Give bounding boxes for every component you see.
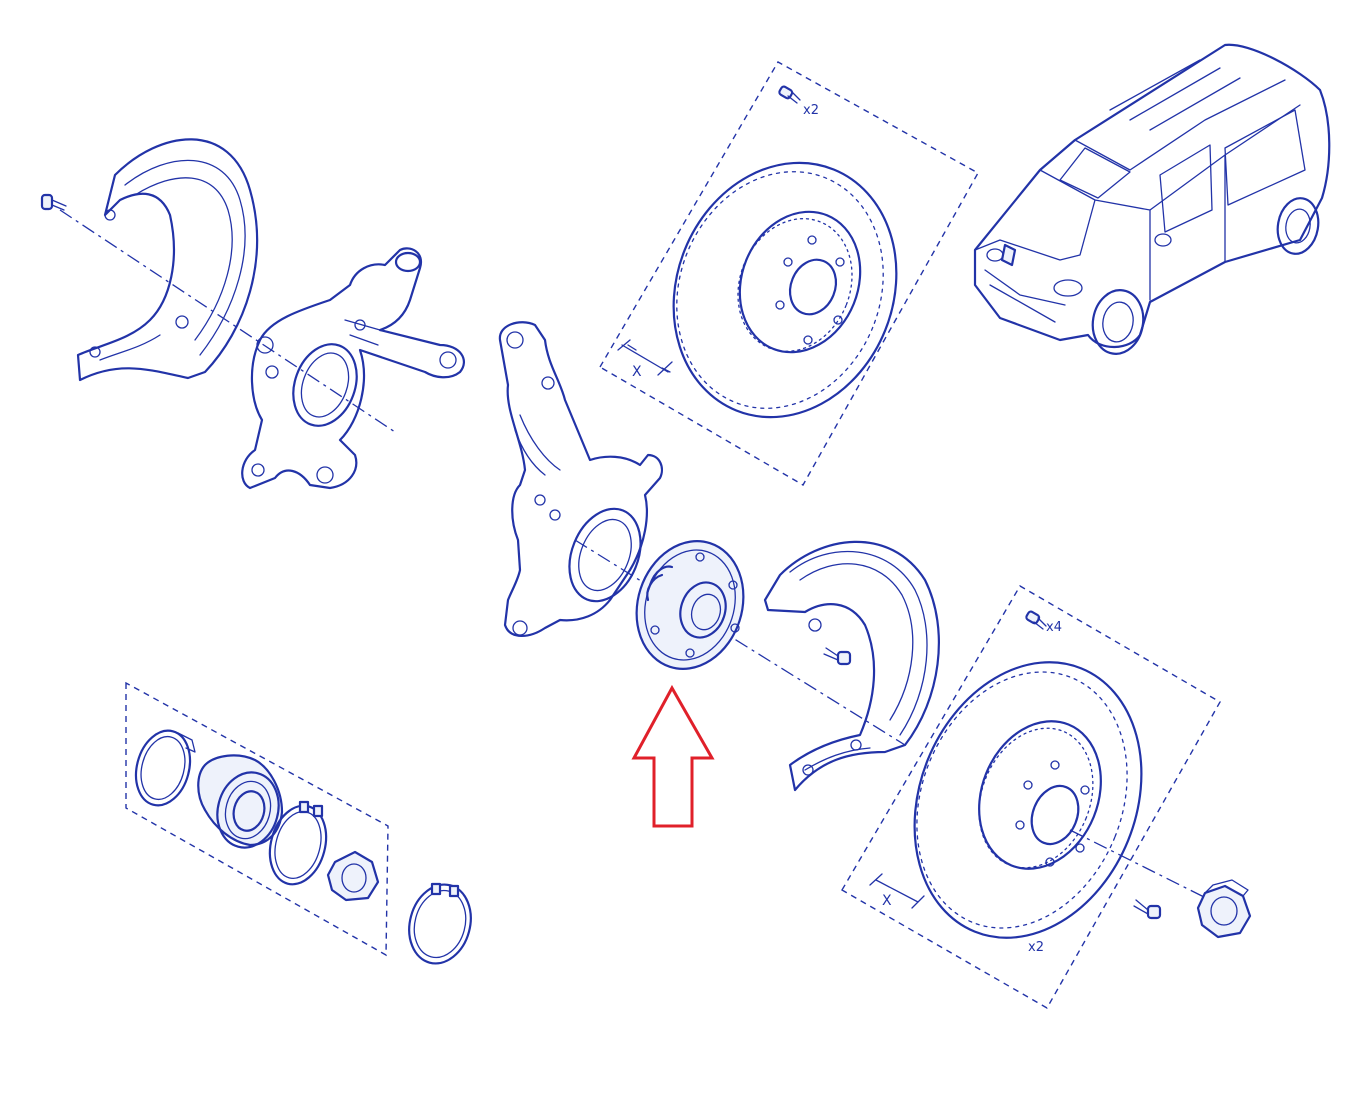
disc-bottom-qty-label: x2	[1028, 940, 1044, 955]
disc-bottom-screw-top	[1025, 610, 1047, 630]
shield-screw-disc-top	[778, 85, 801, 104]
hub-nut-large	[1196, 879, 1252, 939]
abs-ring	[134, 729, 196, 807]
steering-knuckle-front	[498, 321, 664, 637]
bearing-kit-frame	[125, 681, 389, 957]
circlip-outer	[408, 882, 472, 965]
shield-screw-right	[823, 647, 852, 666]
axis-line-left-shield	[59, 209, 396, 433]
axis-line-disc-bottom	[1069, 829, 1221, 906]
disc-bottom-screw-qty-label: x4	[1046, 620, 1062, 635]
disc-top-dim-label: X	[632, 364, 642, 380]
axis-line-hub	[574, 539, 906, 746]
disc-bottom-dim-label: X	[882, 893, 892, 909]
wheel-bearing	[197, 754, 284, 849]
brake-disc-top	[672, 161, 898, 419]
brake-disc-bottom	[913, 661, 1143, 939]
indicator-arrow	[631, 684, 715, 828]
dust-shield-left	[76, 138, 259, 382]
disc-bottom-dimension	[869, 873, 925, 909]
disc-top-qty-label: x2	[803, 103, 819, 118]
dust-shield-right	[763, 540, 940, 792]
disc-top-frame	[599, 61, 979, 486]
steering-knuckle-rear	[241, 247, 465, 490]
wheel-hub	[635, 540, 745, 670]
hub-nut-small	[326, 850, 380, 902]
circlip-inner	[268, 800, 328, 886]
vehicle-illustration	[973, 43, 1331, 355]
shield-screw-left	[40, 193, 67, 211]
disc-bottom-frame	[841, 585, 1221, 1009]
disc-bottom-screw	[1133, 899, 1162, 920]
disc-top-dimension	[617, 339, 673, 376]
